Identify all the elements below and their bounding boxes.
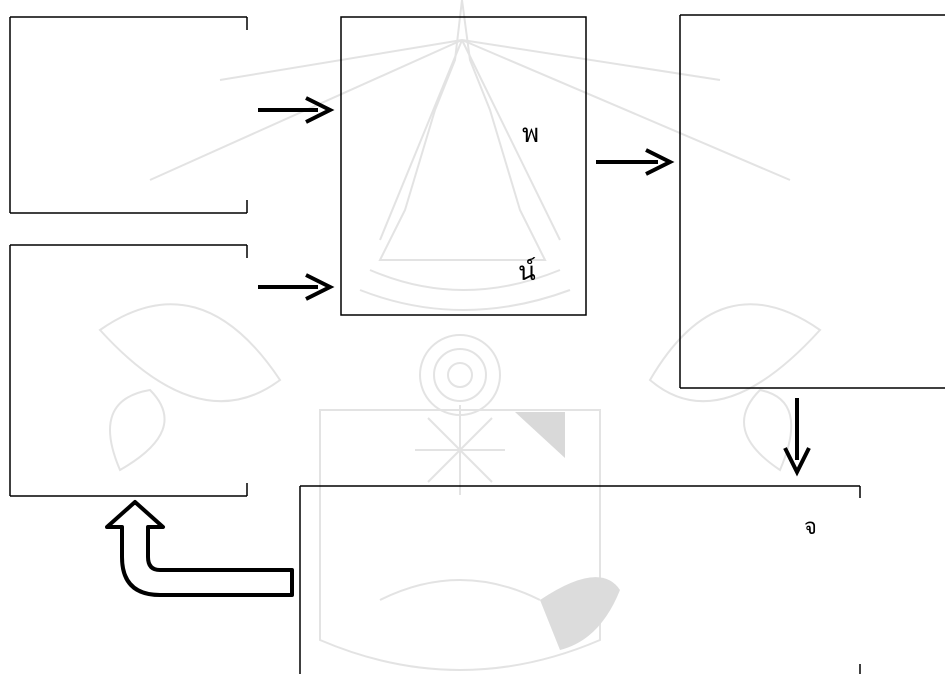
box-center — [340, 16, 587, 316]
box-right — [679, 14, 945, 389]
box-bottom — [299, 485, 861, 674]
watermark-shade — [515, 412, 565, 458]
watermark-quill — [540, 577, 620, 650]
box-top-left — [9, 16, 248, 214]
center-box-label-top: พ — [522, 119, 539, 149]
arrow-mid-left-to-center — [258, 273, 335, 301]
arrow-right-to-bottom — [783, 398, 811, 477]
center-box-label-bottom: น์ — [518, 257, 536, 287]
arrow-center-to-right — [596, 148, 675, 176]
box-mid-left — [9, 244, 248, 497]
bottom-box-label: จ — [804, 515, 817, 540]
arrow-top-left-to-center — [258, 96, 335, 124]
arrow-bottom-to-mid-left — [105, 500, 294, 597]
university-seal-watermark — [98, 0, 822, 671]
